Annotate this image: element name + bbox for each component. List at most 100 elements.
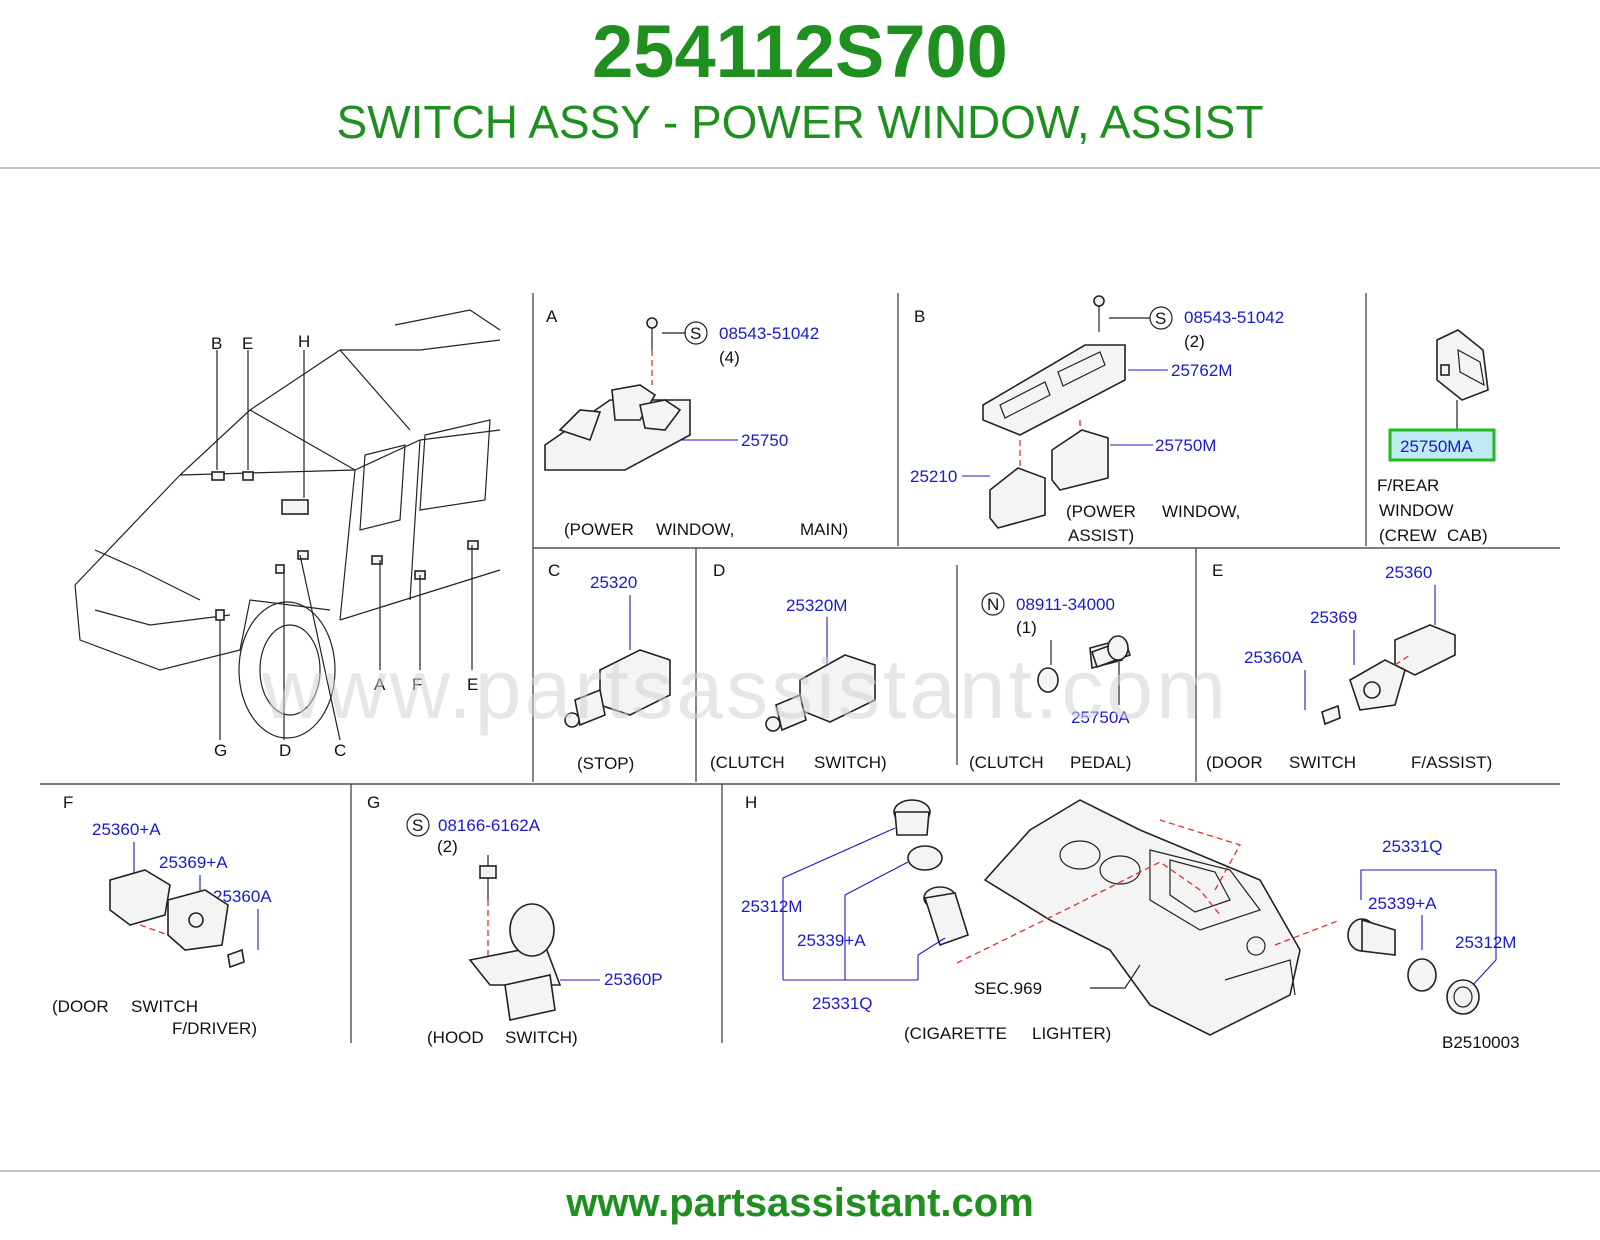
window-switch-assist-icon [989,429,1109,529]
nut-icon [1037,667,1059,693]
window-switch-bezel-icon [982,344,1126,436]
section-a-qty: (4) [719,348,740,367]
section-b-s-symbol: S [1155,309,1166,328]
part-25339-plus-a-right[interactable]: 25339+A [1368,894,1437,913]
s-symbol-icon [1149,306,1173,330]
vehicle-label-h: H [298,332,310,351]
section-b-letter: B [914,307,925,326]
vehicle-label-d: D [279,741,291,760]
bolt-icon [1089,635,1132,670]
part-25369-e[interactable]: 25369 [1310,608,1357,627]
footer-url[interactable]: www.partsassistant.com [566,1181,1034,1225]
rear-window-switch-icon [1436,329,1489,401]
part-25320m[interactable]: 25320M [786,596,847,615]
part-25750a[interactable]: 25750A [1071,708,1130,727]
header-divider [0,167,1600,169]
section-f-caption-2: SWITCH [131,997,198,1016]
s-symbol-icon [684,321,708,345]
part-25320[interactable]: 25320 [590,573,637,592]
section-a-caption-3: MAIN) [800,520,848,539]
part-number-title: 254112S700 [592,10,1008,93]
part-25331q-left[interactable]: 25331Q [812,994,873,1013]
part-25312m-left[interactable]: 25312M [741,897,802,916]
part-08166-6162a[interactable]: 08166-6162A [438,816,541,835]
section-d-caption-left-1: (CLUTCH [710,753,785,772]
part-25360p[interactable]: 25360P [604,970,663,989]
section-d-caption-left-2: SWITCH) [814,753,887,772]
n-symbol-icon [981,592,1005,616]
vehicle-label-f: F [412,675,422,694]
section-e-caption-2: SWITCH [1289,753,1356,772]
part-08911-34000[interactable]: 08911-34000 [1016,595,1115,614]
clutch-switch-icon [765,654,876,732]
door-switch-driver-icon [109,869,245,969]
part-25360a-e[interactable]: 25360A [1244,648,1303,667]
part-25369-plus-a-f[interactable]: 25369+A [159,853,228,872]
section-f-letter: F [63,793,73,812]
vehicle-label-b: B [211,334,222,353]
section-b-caption-1: (POWER [1066,502,1136,521]
watermark: www.partsassistant.com [261,642,1229,736]
part-25360-plus-a-f[interactable]: 25360+A [92,820,161,839]
part-25210[interactable]: 25210 [910,467,957,486]
section-f-caption-1: (DOOR [52,997,109,1016]
rear-caption-1: F/REAR [1377,476,1439,495]
part-25750ma[interactable]: 25750MA [1400,437,1473,456]
part-25360a-f[interactable]: 25360A [213,887,272,906]
section-g-letter: G [367,793,380,812]
screw-icon [1093,295,1105,332]
section-a-caption-1: (POWER [564,520,634,539]
part-25312m-right[interactable]: 25312M [1455,933,1516,952]
hood-switch-icon [468,903,562,1021]
power-window-main-switch-icon [544,384,691,471]
lighter-knob-icon [1446,979,1480,1015]
door-switch-assist-icon [1321,624,1456,726]
section-a-caption-2: WINDOW, [656,520,734,539]
highlight-box[interactable] [1388,428,1496,462]
section-d-n-symbol: N [987,595,999,614]
stop-switch-icon [564,649,671,728]
section-g-qty: (2) [437,837,458,856]
part-25339-plus-a-left[interactable]: 25339+A [797,931,866,950]
section-h-caption-2: LIGHTER) [1032,1024,1111,1043]
part-25762m[interactable]: 25762M [1171,361,1232,380]
section-d-letter: D [713,561,725,580]
part-description-title: SWITCH ASSY - POWER WINDOW, ASSIST [336,96,1264,148]
section-e-letter: E [1212,561,1223,580]
lighter-ring-icon [907,845,943,871]
section-a-s-symbol: S [690,324,701,343]
part-25360-e[interactable]: 25360 [1385,563,1432,582]
section-a-letter: A [546,307,558,326]
part-25750[interactable]: 25750 [741,431,788,450]
part-08543-51042-b[interactable]: 08543-51042 [1184,308,1284,327]
section-h-letter: H [745,793,757,812]
s-symbol-icon [406,813,430,837]
section-g-s-symbol: S [412,816,423,835]
screw-icon [479,865,497,900]
section-g-caption-2: SWITCH) [505,1028,578,1047]
vehicle-label-g: G [214,741,227,760]
section-d-caption-right-1: (CLUTCH [969,753,1044,772]
section-b-caption-3: ASSIST) [1068,526,1134,545]
section-d-qty: (1) [1016,618,1037,637]
lighter-ring-icon [1407,958,1437,992]
rear-caption-3: (CREW [1379,526,1437,545]
section-g-caption-1: (HOOD [427,1028,484,1047]
lighter-knob-icon [893,799,931,836]
vehicle-label-a: A [374,675,386,694]
section-e-caption-1: (DOOR [1206,753,1263,772]
footer-divider [0,1170,1600,1172]
part-25331q-right[interactable]: 25331Q [1382,837,1443,856]
part-25750m[interactable]: 25750M [1155,436,1216,455]
panel-frame [40,293,1560,1043]
diagram-code: B2510003 [1442,1033,1520,1052]
part-08543-51042-a[interactable]: 08543-51042 [719,324,819,343]
section-f-caption-3: F/DRIVER) [172,1019,257,1038]
section-e-caption-3: F/ASSIST) [1411,753,1492,772]
center-console-icon [983,799,1301,1036]
section-b-caption-2: WINDOW, [1162,502,1240,521]
section-c-caption: (STOP) [577,754,634,773]
section-b-qty: (2) [1184,332,1205,351]
section-d-caption-right-2: PEDAL) [1070,753,1131,772]
